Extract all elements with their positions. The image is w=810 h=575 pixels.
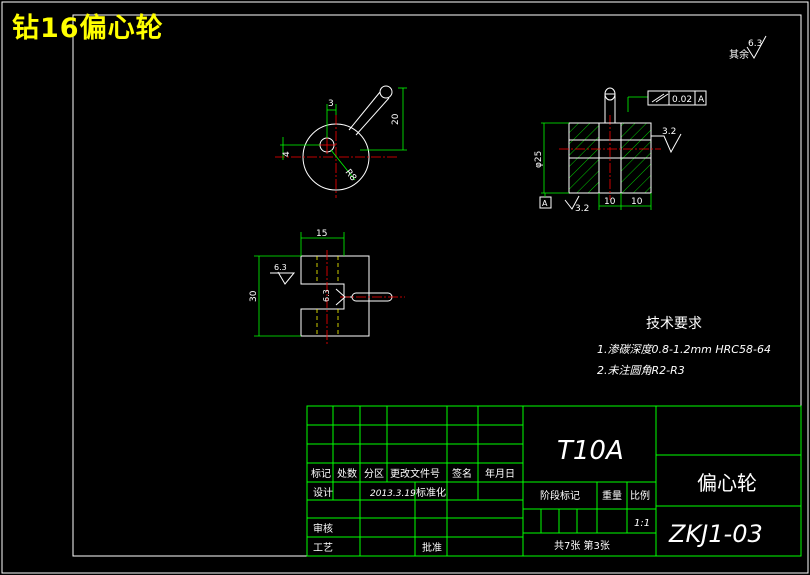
parallelism-icon — [651, 93, 665, 103]
material: T10A — [557, 436, 624, 466]
approve-label: 批准 — [422, 541, 442, 554]
dim-20: 20 — [391, 113, 401, 125]
design-label: 设计 — [313, 486, 333, 499]
side-view: 0.02 A 3.2 φ25 A 3.2 10 10 — [534, 87, 707, 214]
dim-r8: R8 — [343, 168, 358, 184]
header-mark: 标记 — [311, 468, 331, 480]
roughness-left-value: 6.3 — [274, 263, 287, 272]
handle-knob — [379, 85, 393, 99]
tolerance-value: 0.02 — [672, 95, 692, 105]
design-date: 2013.3.19 — [370, 489, 416, 499]
dim-10-right: 10 — [631, 197, 643, 207]
roughness-bottom-value: 3.2 — [575, 204, 589, 214]
drawing-title: 钻16偏心轮 — [12, 13, 164, 44]
title-block-text: T10A 偏心轮 ZKJ1-03 标记 处数 分区 更改文件号 签名 年月日 设… — [311, 436, 763, 554]
handle-edge-1 — [348, 91, 381, 131]
roughness-slot-value: 6.3 — [322, 289, 331, 302]
dim-10-left: 10 — [604, 197, 616, 207]
dim-30: 30 — [249, 290, 259, 302]
dim-line-r8 — [330, 149, 356, 181]
scale-value: 1:1 — [634, 518, 650, 529]
side-handle-knob — [604, 87, 616, 101]
general-roughness-note: 其余 6.3 — [729, 35, 767, 61]
dim-4: 4 — [282, 151, 292, 157]
standardize-label: 标准化 — [416, 486, 446, 499]
roughness-prefix: 其余 — [729, 48, 749, 61]
front-view: 3 20 4 R8 — [275, 85, 407, 198]
part-name: 偏心轮 — [697, 471, 757, 495]
datum-bottom: A — [542, 199, 548, 208]
dim-d25: φ25 — [534, 151, 544, 168]
roughness-right-value: 3.2 — [662, 127, 676, 137]
drawing-number: ZKJ1-03 — [668, 520, 763, 548]
tech-req-heading: 技术要求 — [646, 316, 702, 332]
header-zone: 分区 — [364, 468, 384, 480]
tolerance-datum: A — [698, 95, 705, 105]
tech-req-item-2: 2.未注圆角R2-R3 — [597, 364, 685, 377]
roughness-symbol-right — [651, 133, 682, 154]
header-count: 处数 — [337, 467, 357, 480]
tech-req-item-1: 1.渗碳深度0.8-1.2mm HRC58-64 — [597, 343, 771, 356]
roughness-symbol-bottom — [564, 195, 580, 210]
weight-label: 重量 — [602, 489, 622, 502]
dim-3: 3 — [328, 99, 334, 109]
roughness-symbol-left — [270, 271, 296, 285]
sheet-info: 共7张 第3张 — [554, 539, 610, 552]
side-handle — [604, 93, 616, 124]
title-block-frame — [306, 405, 802, 557]
roughness-symbol-slot — [335, 288, 346, 306]
header-signature: 签名 — [452, 467, 472, 480]
review-label: 审核 — [313, 522, 333, 535]
title-block — [306, 405, 802, 557]
roughness-symbol — [746, 35, 767, 59]
datum-box — [539, 196, 552, 209]
header-date: 年月日 — [485, 467, 515, 480]
handle-edge-2 — [355, 97, 390, 136]
top-view-outline — [300, 255, 370, 337]
top-view: 6.3 15 30 6.3 — [249, 229, 405, 344]
parallelism-icon-2 — [655, 93, 669, 103]
stage-mark-label: 阶段标记 — [540, 489, 580, 502]
process-label: 工艺 — [313, 542, 333, 554]
roughness-value: 6.3 — [748, 39, 762, 49]
scale-label: 比例 — [630, 489, 650, 502]
header-change-doc: 更改文件号 — [390, 467, 440, 480]
technical-requirements: 技术要求 1.渗碳深度0.8-1.2mm HRC58-64 2.未注圆角R2-R… — [597, 316, 771, 377]
tolerance-frame — [647, 90, 707, 106]
dim-15: 15 — [316, 229, 327, 239]
